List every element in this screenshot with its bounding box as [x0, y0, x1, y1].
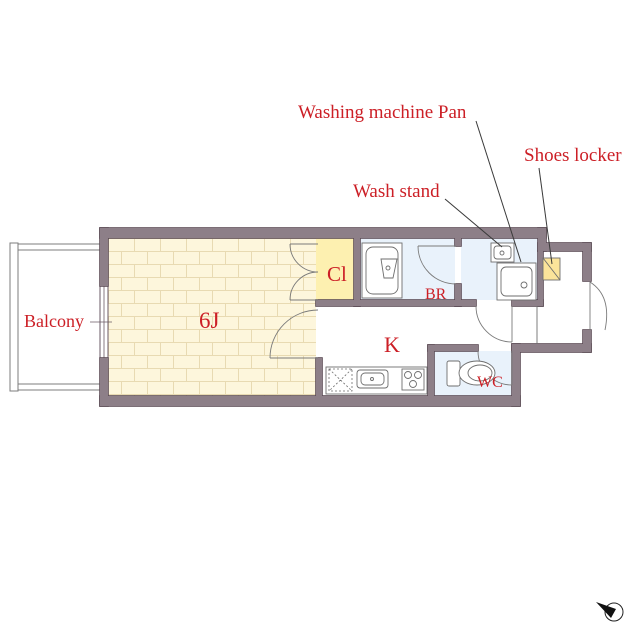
bathroom-door — [417, 245, 457, 285]
bathtub — [361, 242, 403, 299]
washroom-door — [475, 305, 513, 343]
door-swing-arc — [589, 281, 608, 331]
label-shoes-locker: Shoes locker — [524, 145, 622, 166]
stove-burner — [404, 371, 412, 379]
door-swing-arc — [417, 245, 457, 285]
closet-bifold-door — [289, 243, 319, 301]
bathtub-drain — [385, 265, 391, 271]
leader-lines — [444, 120, 553, 265]
label-wash-stand: Wash stand — [353, 181, 440, 202]
wash-stand-drain — [499, 250, 505, 256]
toilet-seat — [467, 364, 493, 382]
balcony — [9, 242, 100, 392]
door-swing-arc — [289, 271, 319, 301]
kitchen-sink — [356, 369, 389, 389]
wash-stand — [490, 242, 515, 263]
balcony-railing — [9, 242, 19, 392]
north-arrow-icon — [596, 602, 624, 622]
leader-line-wash-stand — [444, 198, 503, 248]
label-bathroom: BR — [425, 286, 447, 303]
label-balcony: Balcony — [24, 311, 84, 331]
leader-line-shoes-locker — [538, 167, 553, 265]
labels: Washing machine Pan Shoes locker Wash st… — [24, 102, 622, 391]
pan-inner — [500, 266, 533, 297]
refrigerator-space — [328, 368, 353, 392]
leader-line-washing-machine-pan — [475, 120, 522, 263]
entrance-door — [589, 281, 608, 331]
room-6j-floor — [108, 238, 316, 396]
label-washing-machine-pan: Washing machine Pan — [298, 102, 467, 123]
stove-burner — [414, 371, 422, 379]
doors — [269, 243, 608, 386]
toilet — [446, 360, 496, 387]
stove — [401, 368, 425, 391]
pan-drain — [520, 281, 528, 289]
shoes-locker-diagonal — [542, 257, 561, 281]
kitchen-counter — [325, 366, 428, 395]
living-room-door — [269, 309, 319, 359]
door-swing-arc — [289, 243, 319, 273]
door-swing-arc — [269, 309, 319, 359]
door-swing-arc — [475, 305, 513, 343]
stove-burner — [409, 380, 417, 388]
washing-machine-pan — [496, 262, 537, 301]
compass-needle — [596, 602, 616, 618]
label-room-6j: 6J — [199, 308, 220, 333]
label-closet: Cl — [327, 262, 347, 286]
refrigerator-cross — [328, 368, 353, 392]
label-kitchen: K — [384, 332, 400, 357]
closet-floor — [316, 238, 354, 300]
toilet-tank — [446, 360, 461, 387]
sink-drain — [370, 377, 374, 381]
label-toilet: WC — [477, 374, 503, 391]
refrigerator-outline — [328, 368, 353, 392]
